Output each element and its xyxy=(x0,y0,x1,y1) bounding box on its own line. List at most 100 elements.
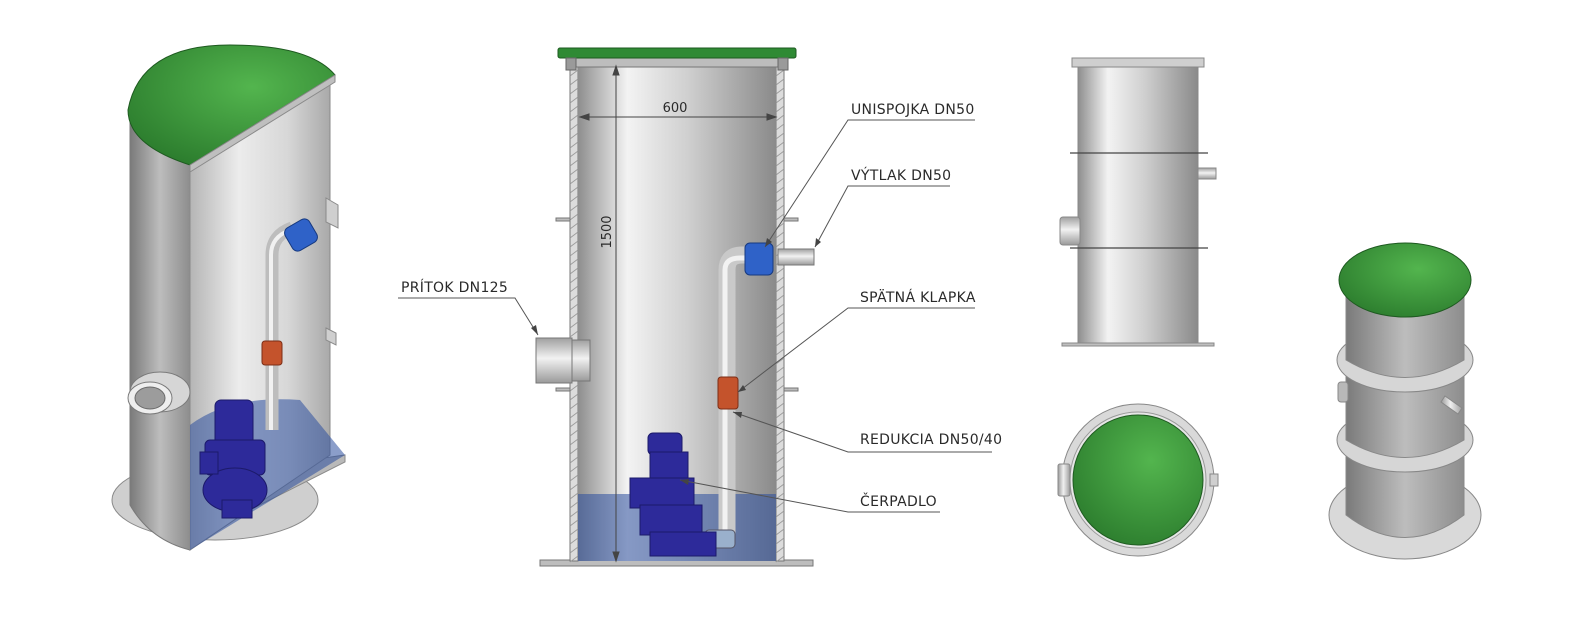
section-view: 600 1500 UNISPOJKA DN50 VÝTLAK DN50 xyxy=(398,47,1002,567)
leader-pritok xyxy=(398,297,539,336)
cutaway-inlet xyxy=(127,371,191,415)
wall-hatch-line xyxy=(775,465,785,473)
top-inlet-stub xyxy=(1057,463,1071,497)
wall-hatch-line xyxy=(569,555,579,563)
wall-hatch-line xyxy=(775,150,785,158)
wall-hatch-line xyxy=(569,186,579,194)
wall-hatch-line xyxy=(569,519,579,527)
elevation-outlet-stub xyxy=(1197,167,1217,180)
wall-hatch-line xyxy=(569,303,579,311)
wall-hatch-line xyxy=(775,537,785,545)
wall-hatch-line xyxy=(569,411,579,419)
wall-hatch-line xyxy=(775,204,785,212)
exterior-inlet-stub xyxy=(1337,381,1349,403)
wall-hatch-line xyxy=(569,177,579,185)
cutaway-valve xyxy=(261,340,283,366)
wall-hatch-line xyxy=(569,501,579,509)
wall-hatch-line xyxy=(775,330,785,338)
cutaway-pump xyxy=(199,399,268,519)
wall-hatch-line xyxy=(569,474,579,482)
wall-hatch-line xyxy=(569,465,579,473)
exterior-lid xyxy=(1338,242,1472,318)
dimension-width xyxy=(578,113,778,121)
top-outlet-stub xyxy=(1209,473,1219,487)
wall-hatch-line xyxy=(775,276,785,284)
wall-hatch-line xyxy=(569,159,579,167)
wall-hatch-line xyxy=(775,240,785,248)
top-lid xyxy=(1072,414,1204,546)
exterior-outlet-stub xyxy=(1440,395,1463,415)
cutaway-view xyxy=(111,44,346,551)
wall-hatch-line xyxy=(569,483,579,491)
wall-hatch-line xyxy=(775,447,785,455)
exterior-iso-view xyxy=(1328,242,1482,560)
label-cerpadlo: ČERPADLO xyxy=(860,492,937,510)
wall-hatch-line xyxy=(569,438,579,446)
elevation-top-rim xyxy=(1071,57,1205,68)
leader-vytlak xyxy=(814,185,950,248)
section-valve xyxy=(717,376,739,410)
section-coupling xyxy=(744,242,774,276)
wall-hatch-line xyxy=(775,231,785,239)
wall-hatch-line xyxy=(569,87,579,95)
leader-lines xyxy=(398,119,992,513)
wall-hatch-line xyxy=(569,249,579,257)
cutaway-lid-rim xyxy=(189,74,336,173)
section-lid-left-clip xyxy=(565,57,577,71)
wall-hatch-line xyxy=(569,321,579,329)
wall-hatch-line xyxy=(775,510,785,518)
elevation-base-plate xyxy=(1061,342,1215,347)
section-outlet-stub xyxy=(777,248,815,266)
wall-hatch-line xyxy=(775,168,785,176)
wall-hatch-line xyxy=(569,105,579,113)
dimension-width-text: 600 xyxy=(663,101,688,116)
wall-hatch-line xyxy=(569,96,579,104)
wall-hatch-line xyxy=(775,411,785,419)
section-pipe-highlight xyxy=(722,255,768,535)
top-view xyxy=(1057,403,1219,557)
wall-hatch-line xyxy=(569,222,579,230)
wall-hatch-line xyxy=(775,366,785,374)
wall-hatch-line xyxy=(569,240,579,248)
section-pump xyxy=(629,432,717,557)
wall-hatch-line xyxy=(775,213,785,221)
wall-hatch-line xyxy=(775,402,785,410)
wall-hatch-line xyxy=(775,87,785,95)
wall-hatch-line xyxy=(569,546,579,554)
wall-hatch-line xyxy=(775,294,785,302)
wall-hatch-line xyxy=(775,384,785,392)
wall-hatch-line xyxy=(775,483,785,491)
wall-hatch-line xyxy=(569,429,579,437)
wall-hatch-line xyxy=(775,195,785,203)
wall-hatch-line xyxy=(569,447,579,455)
cutaway-rib-stub-1 xyxy=(325,197,339,229)
wall-hatch-line xyxy=(775,528,785,536)
wall-hatch-line xyxy=(569,78,579,86)
wall-hatch-line xyxy=(569,492,579,500)
wall-hatch-line xyxy=(775,438,785,446)
leader-unispojka xyxy=(764,119,975,248)
elevation-body xyxy=(1077,65,1199,345)
wall-hatch-line xyxy=(569,114,579,122)
wall-hatch-line xyxy=(775,69,785,77)
wall-hatch-line xyxy=(775,312,785,320)
wall-hatch-line xyxy=(569,537,579,545)
wall-hatch-line xyxy=(569,294,579,302)
wall-hatch-line xyxy=(569,276,579,284)
label-vytlak: VÝTLAK DN50 xyxy=(851,167,951,184)
wall-hatch-line xyxy=(569,195,579,203)
dimension-height xyxy=(612,64,620,563)
wall-hatch-line xyxy=(775,348,785,356)
leader-redukcia xyxy=(732,411,992,453)
wall-hatch-line xyxy=(775,501,785,509)
wall-hatch-line xyxy=(775,492,785,500)
wall-hatch-line xyxy=(775,177,785,185)
wall-hatch-line xyxy=(775,357,785,365)
leader-cerpadlo xyxy=(679,479,940,513)
cutaway-coupling xyxy=(284,218,318,252)
wall-hatch-line xyxy=(775,555,785,563)
elevation-inlet xyxy=(1059,216,1081,246)
wall-hatch-line xyxy=(775,186,785,194)
wall-hatch-line xyxy=(775,393,785,401)
wall-hatch-line xyxy=(775,114,785,122)
